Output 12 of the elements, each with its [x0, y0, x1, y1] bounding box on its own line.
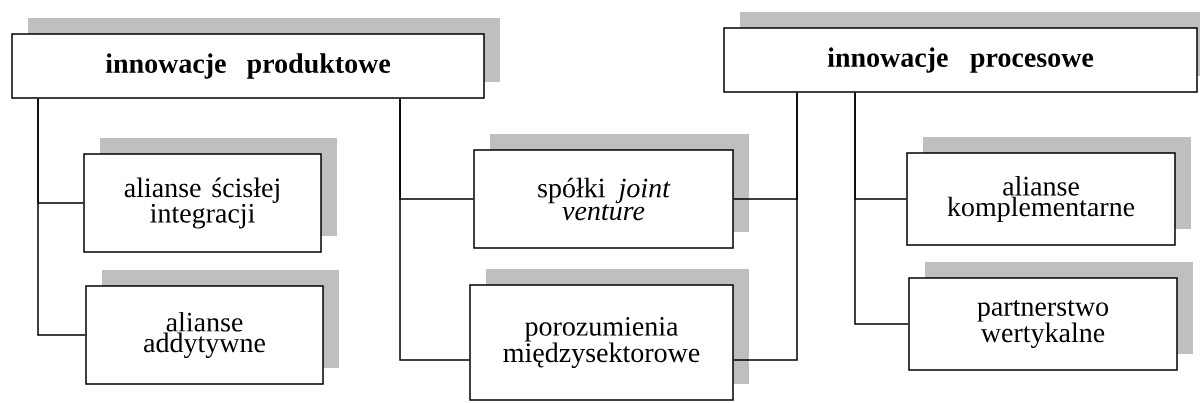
heading-box: innowacje produktowe	[11, 18, 500, 99]
category-box: porozumienia międzysektorowe	[469, 269, 749, 401]
category-box: spółki joint venture	[473, 134, 749, 249]
connector-line	[733, 92, 798, 361]
connector-line	[854, 92, 909, 325]
connector-line	[399, 98, 470, 361]
category-box: alianse addytywne	[85, 270, 339, 385]
category-box: partnerstwo wertykalne	[908, 262, 1193, 371]
heading-box: innowacje procesowe	[723, 12, 1200, 93]
category-box: alianse komplementarne	[906, 137, 1191, 246]
connector-line	[37, 98, 86, 336]
category-box: alianse ścisłej integracji	[83, 138, 337, 253]
